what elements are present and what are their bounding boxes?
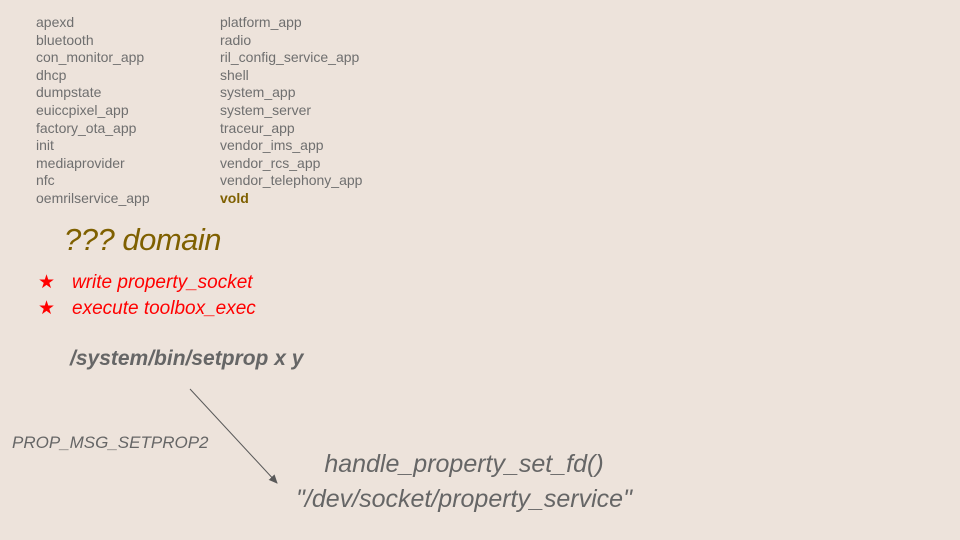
domain-item: dhcp [36,66,67,83]
domain-item: shell [220,66,249,83]
permission-text: write property_socket [72,272,253,293]
message-label: PROP_MSG_SETPROP2 [12,433,209,452]
domain-item: euiccpixel_app [36,101,129,118]
domain-title: ??? domain [64,222,222,257]
setprop-command: /system/bin/setprop x y [70,347,304,370]
domain-item: oemrilservice_app [36,189,150,206]
star-icon: ★ [38,272,56,293]
domain-item: dumpstate [36,84,102,101]
domain-item: vendor_telephony_app [220,172,363,189]
domain-item-highlighted: vold [220,189,249,206]
permission-item: ★ execute toolbox_exec [38,297,256,320]
socket-path: "/dev/socket/property_service" [296,485,632,513]
domain-item: system_app [220,84,296,101]
domain-item: vendor_ims_app [220,137,324,154]
domain-item: init [36,137,54,154]
domain-item: ril_config_service_app [220,49,360,66]
domain-item: mediaprovider [36,154,125,171]
domain-item: vendor_rcs_app [220,154,321,171]
domain-item: apexd [36,14,75,30]
permission-item: ★ write property_socket [38,271,253,294]
domain-item: nfc [36,172,55,189]
domain-list-right: platform_app radio ril_config_service_ap… [220,14,362,208]
arrow-line [189,388,278,484]
domain-list-left: apexd bluetooth con_monitor_app dhcp dum… [36,14,150,208]
domain-item: factory_ota_app [36,119,137,136]
permission-text: execute toolbox_exec [72,298,256,319]
domain-item: platform_app [220,14,302,30]
domain-item: con_monitor_app [36,49,145,66]
domain-item: radio [220,31,252,48]
domain-item: traceur_app [220,119,295,136]
domain-item: bluetooth [36,31,94,48]
handler-function: handle_property_set_fd() [324,450,604,478]
star-icon: ★ [38,298,56,319]
domain-item: system_server [220,101,312,118]
